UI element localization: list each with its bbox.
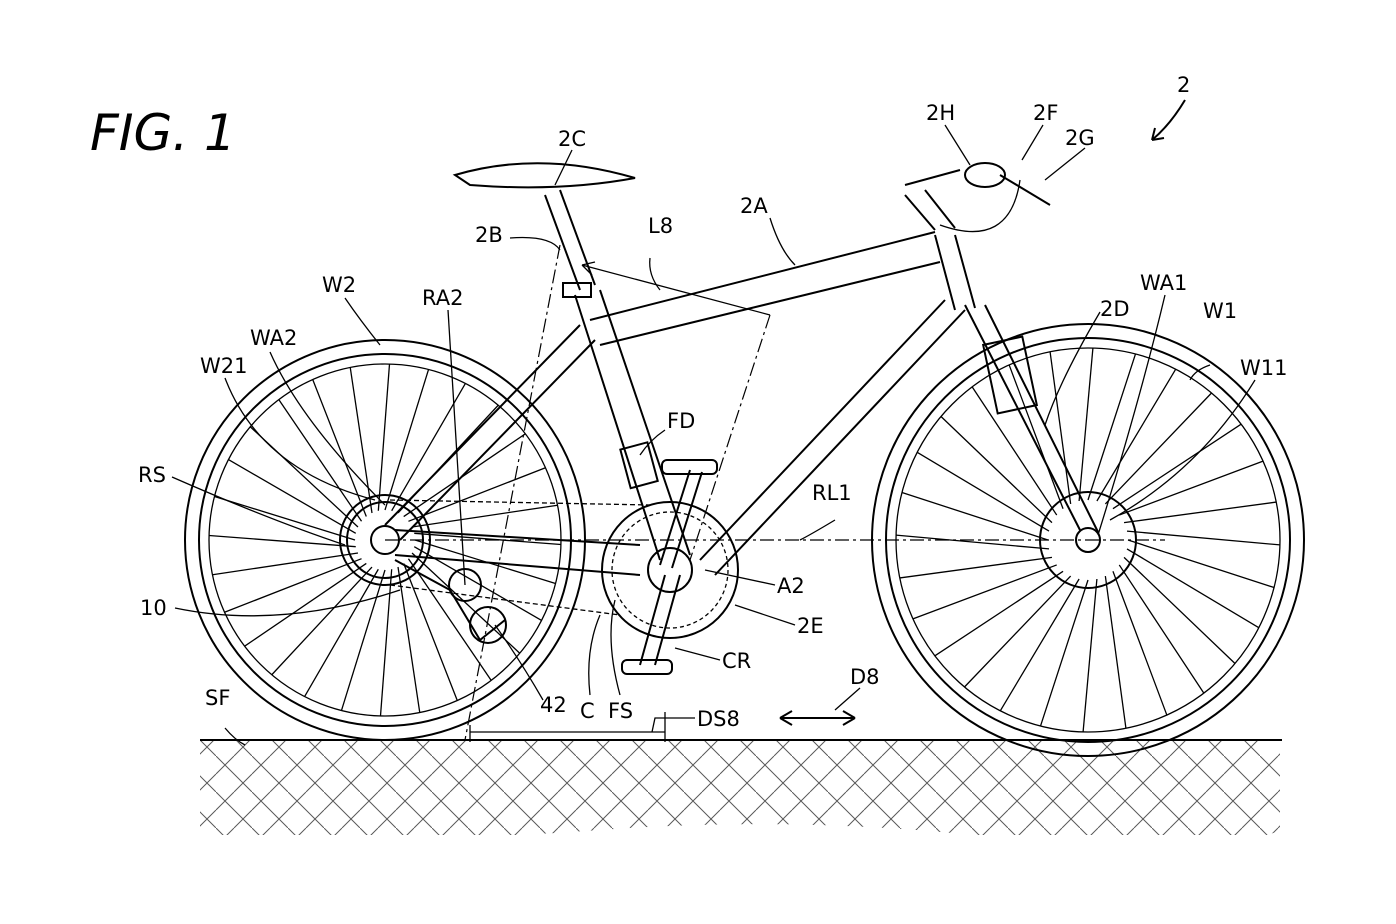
spoke xyxy=(896,534,1050,550)
label-derailleur: 10 xyxy=(140,596,167,620)
label-rear-axle: WA2 xyxy=(250,326,297,350)
label-seat-post: 2B xyxy=(475,223,503,247)
spoke xyxy=(403,563,458,701)
drive-train xyxy=(339,459,739,675)
label-crank-axis: A2 xyxy=(777,574,805,598)
bicycle-frame xyxy=(384,162,1099,576)
spoke xyxy=(411,504,558,528)
spoke xyxy=(414,532,561,546)
length-dimension xyxy=(581,261,771,316)
spoke xyxy=(271,566,373,676)
label-fork: 2D xyxy=(1100,297,1130,321)
label-pulley: 42 xyxy=(540,693,567,717)
spoke xyxy=(964,575,1072,688)
spoke xyxy=(1118,564,1205,694)
label-length: L8 xyxy=(648,214,673,238)
spoke xyxy=(278,399,363,522)
label-saddle: 2C xyxy=(558,127,586,151)
spoke xyxy=(1096,368,1177,502)
axis-line xyxy=(464,244,561,741)
spoke xyxy=(1039,579,1089,727)
spoke xyxy=(1104,392,1212,505)
label-rear-wheel: W2 xyxy=(322,273,356,297)
leader-lines xyxy=(171,124,1256,746)
spoke xyxy=(349,367,373,514)
spoke xyxy=(940,416,1053,524)
spoke xyxy=(999,578,1080,712)
spoke xyxy=(397,566,421,713)
spoke xyxy=(340,569,386,711)
spoke xyxy=(912,564,1057,620)
spoke xyxy=(901,491,1049,541)
label-chain: C xyxy=(580,699,595,723)
label-brake-lever: 2H xyxy=(926,101,955,125)
label-front-wheel: W1 xyxy=(1203,299,1237,323)
spoke xyxy=(1123,501,1277,524)
spoke xyxy=(971,386,1058,516)
label-front-axle: WA1 xyxy=(1140,271,1187,295)
spoke xyxy=(916,451,1050,532)
spoke xyxy=(312,379,367,517)
spoke xyxy=(1119,460,1264,516)
spoke xyxy=(1078,348,1094,502)
label-handlebar: 2F xyxy=(1033,101,1058,125)
label-front-hub: W11 xyxy=(1240,356,1288,380)
spoke xyxy=(224,558,362,613)
label-ground: SF xyxy=(205,686,230,710)
label-frame: 2A xyxy=(740,194,768,218)
spoke xyxy=(899,556,1053,579)
spoke xyxy=(212,552,359,576)
spoke xyxy=(228,459,357,534)
spoke xyxy=(407,558,492,681)
label-drive-train: 2E xyxy=(797,614,824,638)
label-grip: 2G xyxy=(1065,126,1095,150)
spoke xyxy=(244,562,367,647)
spoke xyxy=(1104,575,1127,729)
label-bicycle: 2 xyxy=(1177,73,1190,97)
spoke xyxy=(379,569,393,716)
spoke xyxy=(384,369,430,511)
axis-line-2 xyxy=(689,314,771,561)
bicycle-arrow xyxy=(1151,99,1186,141)
spoke xyxy=(1112,423,1242,510)
spoke xyxy=(1112,571,1168,716)
label-crank: CR xyxy=(722,649,751,673)
spoke xyxy=(391,383,466,512)
spoke xyxy=(209,534,356,548)
spoke xyxy=(408,467,546,522)
figure-title: FIG. 1 xyxy=(90,104,236,162)
spoke xyxy=(1082,578,1098,732)
spoke xyxy=(214,495,356,541)
label-direction: D8 xyxy=(850,665,880,689)
label-distance: DS8 xyxy=(697,707,740,731)
label-front-sprocket: FS xyxy=(608,699,633,723)
spoke xyxy=(1008,364,1064,509)
spoke xyxy=(1123,556,1236,664)
distance-dimension xyxy=(469,712,666,742)
spoke xyxy=(1127,539,1275,589)
spoke xyxy=(1087,353,1137,501)
label-reference-line: RL1 xyxy=(812,481,852,505)
label-rear-axis: RA2 xyxy=(422,286,463,310)
direction-arrow xyxy=(779,710,856,726)
spoke xyxy=(1049,351,1072,505)
spoke xyxy=(377,364,391,511)
label-rear-hub: W21 xyxy=(200,354,248,378)
ground-surface xyxy=(200,739,1282,850)
spoke xyxy=(1126,530,1280,546)
spoke xyxy=(304,568,379,697)
label-rear-sprocket: RS xyxy=(138,463,166,487)
label-front-derailleur: FD xyxy=(667,409,695,433)
spoke xyxy=(934,570,1064,657)
spoke xyxy=(1126,548,1260,629)
